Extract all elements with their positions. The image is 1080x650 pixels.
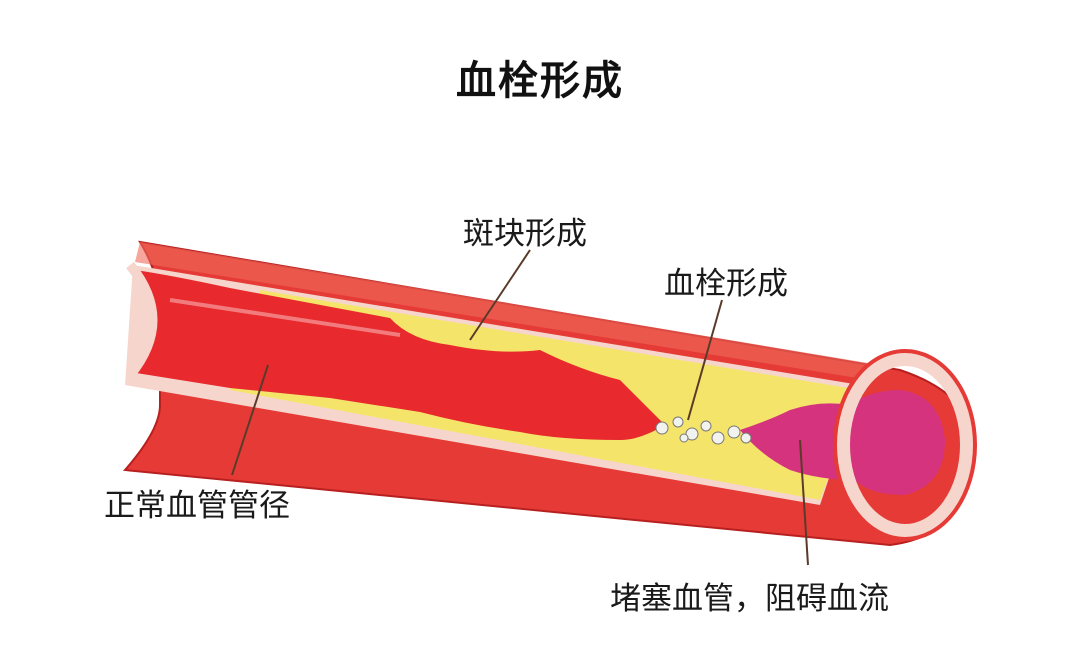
blocked-leader-line xyxy=(799,439,809,566)
vessel-opening-left xyxy=(126,261,158,379)
label-blocked-vessel: 堵塞血管，阻碍血流 xyxy=(610,581,889,617)
label-thrombus-formation: 血栓形成 xyxy=(664,266,788,302)
thrombus-particles xyxy=(655,416,752,445)
label-normal-diameter: 正常血管管径 xyxy=(104,488,290,524)
diagram-title: 血栓形成 xyxy=(456,58,624,104)
normal-leader-line xyxy=(231,364,269,476)
thrombus-leader-line xyxy=(687,299,723,421)
label-plaque-formation: 斑块形成 xyxy=(463,216,587,252)
plaque-leader-line xyxy=(469,249,531,341)
vessel-cross-section xyxy=(836,352,974,538)
